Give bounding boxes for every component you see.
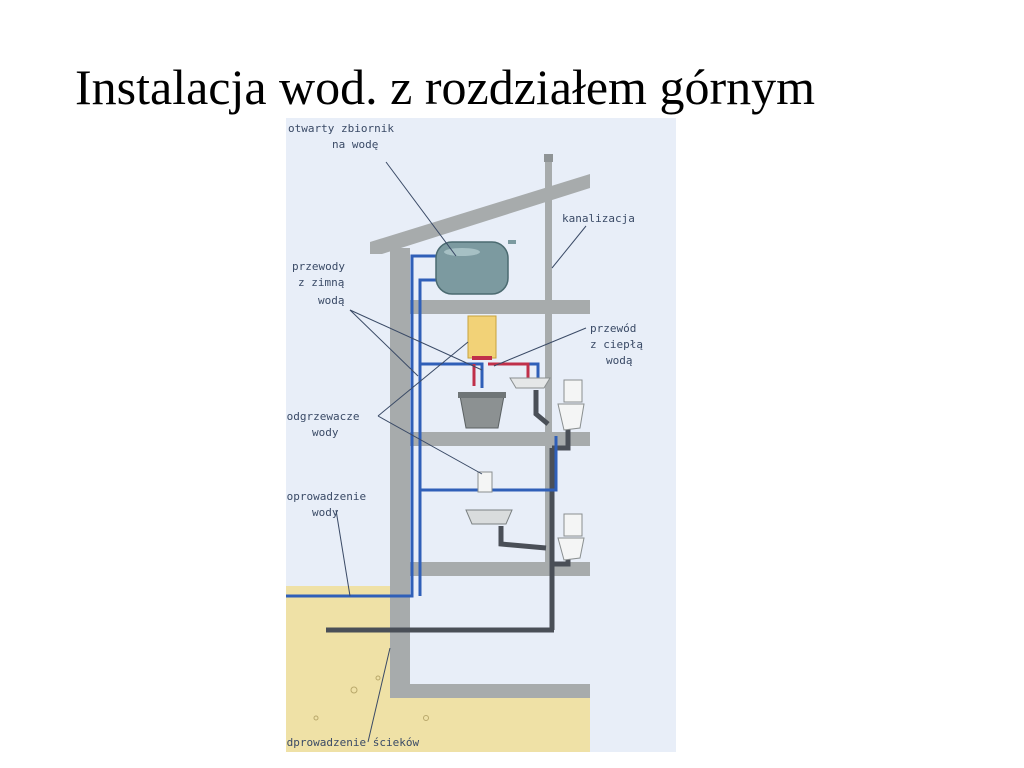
- floor-attic: [410, 300, 590, 314]
- sink-upper: [509, 377, 551, 389]
- diagram-svg: otwarty zbiornik na wodę kanalizacja prz…: [286, 118, 676, 752]
- label-supply-line1: doprowadzenie: [286, 490, 366, 503]
- roof: [370, 174, 590, 254]
- label-tank-line2: na wodę: [332, 138, 378, 151]
- label-hot-line3: wodą: [606, 354, 633, 367]
- outer-wall: [390, 248, 410, 698]
- water-heater-upper: [467, 315, 497, 360]
- toilet-upper: [557, 379, 585, 431]
- label-cold-line1: przewody: [292, 260, 345, 273]
- label-cold-line2: z zimną: [298, 276, 345, 289]
- hot-water-pipes: [472, 362, 530, 386]
- label-heater-line2: wody: [312, 426, 339, 439]
- label-hot-line1: przewód: [590, 322, 636, 335]
- water-tank: [435, 240, 516, 295]
- toilet-lower: [557, 513, 585, 561]
- label-supply-line2: wody: [312, 506, 339, 519]
- vent-cap: [544, 154, 553, 162]
- foundation-floor: [390, 684, 590, 698]
- soil-stones: [313, 675, 429, 721]
- label-sewer: kanalizacja: [562, 212, 635, 225]
- water-installation-diagram: otwarty zbiornik na wodę kanalizacja prz…: [286, 118, 676, 752]
- label-drain: odprowadzenie ścieków: [286, 736, 419, 749]
- floor-upper: [410, 432, 590, 446]
- vent-stack: [545, 160, 552, 570]
- label-cold-line3: wodą: [318, 294, 345, 307]
- label-tank-line1: otwarty zbiornik: [288, 122, 394, 135]
- sink-lower: [465, 509, 513, 525]
- slide-title: Instalacja wod. z rozdziałem górnym: [75, 59, 815, 115]
- water-heater-lower: [477, 471, 493, 493]
- washtub: [458, 392, 506, 429]
- label-heater-line1: podgrzewacze: [286, 410, 359, 423]
- label-hot-line2: z ciepłą: [590, 338, 643, 351]
- leader-lines: [335, 161, 587, 743]
